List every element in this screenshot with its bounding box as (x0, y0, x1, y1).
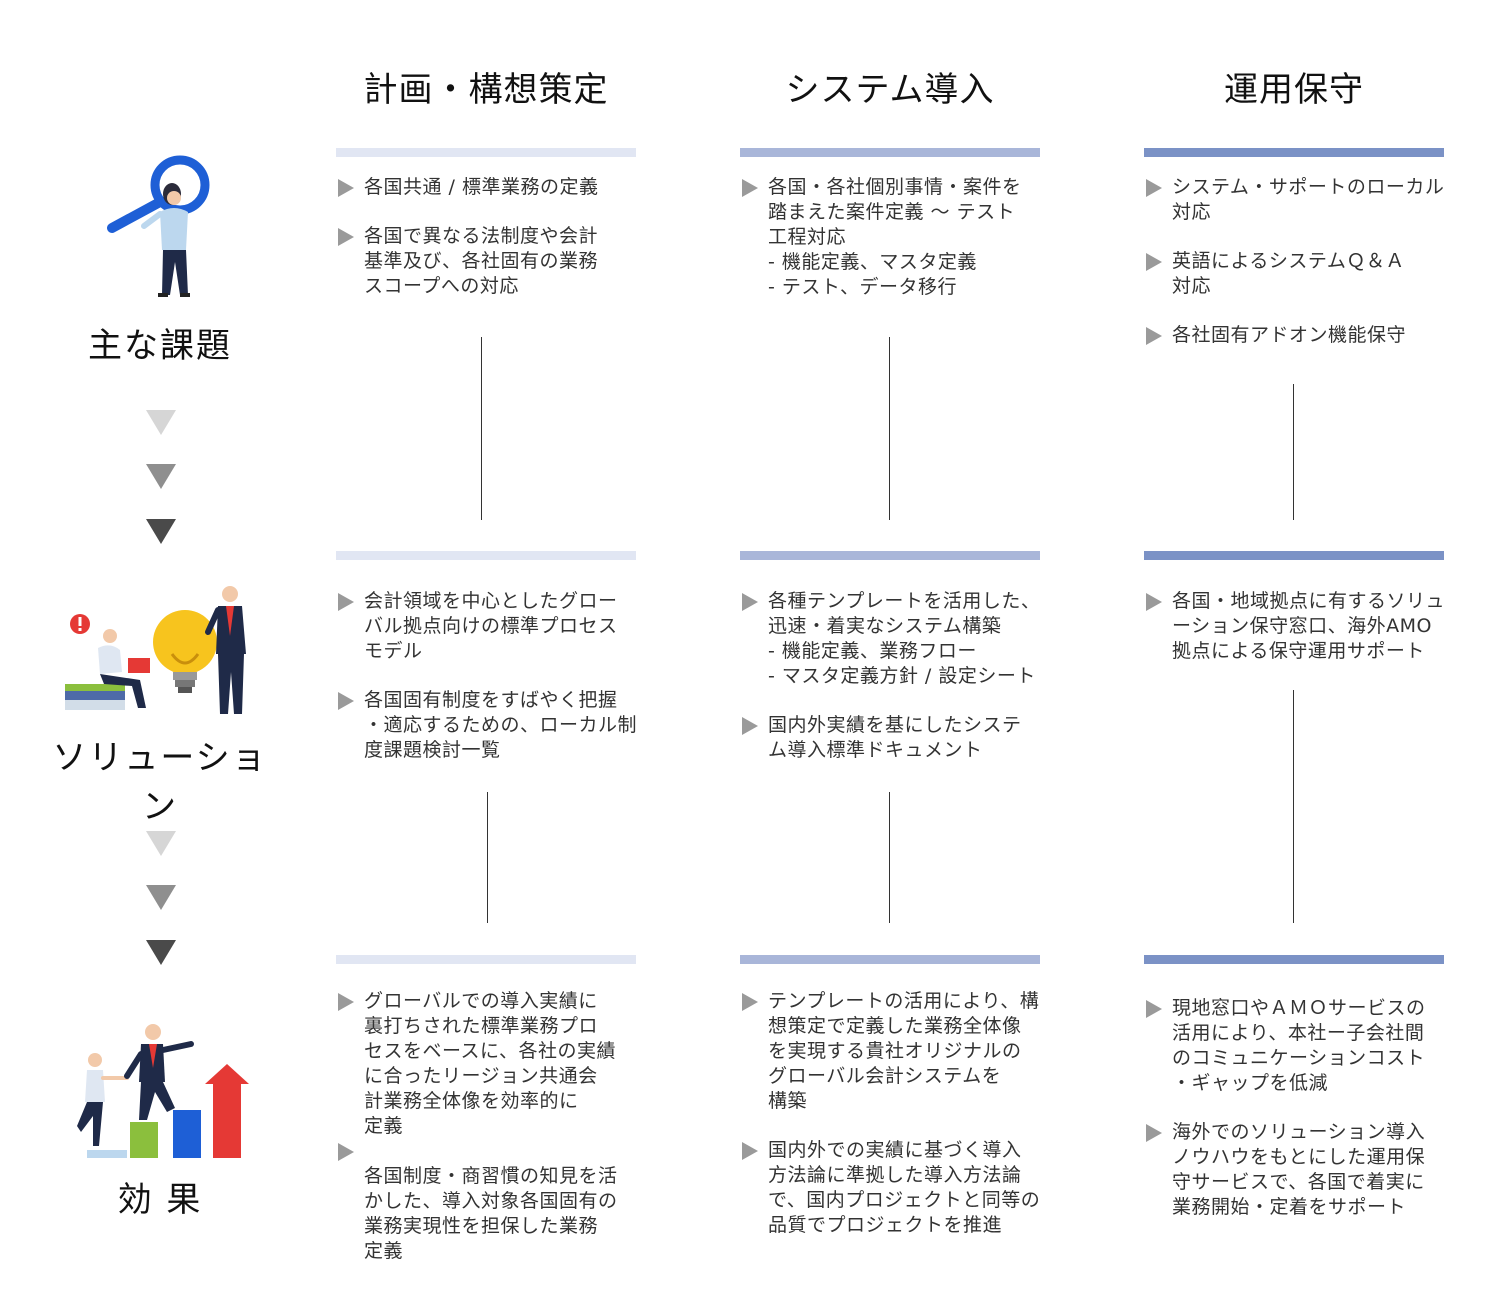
down-arrow-icon (146, 464, 176, 489)
connector-line (1293, 690, 1294, 923)
list-item: 現地窓口やＡＭＯサービスの 活用により、本社ー子会社間 のコミュニケーションコス… (1144, 996, 1464, 1096)
row-label-issues: 主な課題 (88, 326, 232, 366)
list-item: 英語によるシステムＱ＆Ａ 対応 (1144, 249, 1454, 299)
row1-bar-col1 (336, 148, 636, 157)
list-item: 各国・各社個別事情・案件を 踏まえた案件定義 ～ テスト 工程対応 - 機能定義… (740, 175, 1050, 300)
list-item: 各国固有制度をすばやく把握 ・適応するための、ローカル制 度課題検討一覧 (336, 688, 646, 763)
list-item: 国内外での実績に基づく導入 方法論に準拠した導入方法論 で、国内プロジェクトと同… (740, 1138, 1060, 1238)
row2-bar-col2 (740, 551, 1040, 560)
column-title-planning: 計画・構想策定 (363, 70, 609, 110)
row-label-effect: 効 果 (117, 1180, 203, 1220)
row2-bar-col1 (336, 551, 636, 560)
list-item: 各国共通 / 標準業務の定義 (336, 175, 626, 200)
list-item: 国内外実績を基にしたシステ ム導入標準ドキュメント (740, 713, 1060, 763)
list-item: システム・サポートのローカル 対応 (1144, 175, 1454, 225)
row3-bar-col3 (1144, 955, 1444, 964)
row2-col3-list: 各国・地域拠点に有するソリュ ーション保守窓口、海外AMO 拠点による保守運用サ… (1144, 589, 1464, 688)
list-item: テンプレートの活用により、構 想策定で定義した業務全体像 を実現する貴社オリジナ… (740, 989, 1060, 1114)
row1-bar-col3 (1144, 148, 1444, 157)
list-item: 各社固有アドオン機能保守 (1144, 323, 1454, 348)
list-item: 会計領域を中心としたグロー バル拠点向けの標準プロセス モデル (336, 589, 646, 664)
idea-bulb-team-icon (65, 586, 246, 714)
row3-bar-col2 (740, 955, 1040, 964)
row-label-solution: ソリューション (52, 738, 268, 827)
connector-line (889, 792, 890, 923)
row1-col1-list: 各国共通 / 標準業務の定義 各国で異なる法制度や会計 基準及び、各社固有の業務… (336, 175, 626, 323)
down-arrow-icon (146, 410, 176, 435)
down-arrow-icon (146, 831, 176, 856)
connector-line (1293, 384, 1294, 520)
list-item: 各国制度・商習慣の知見を活 かした、導入対象各国固有の 業務実現性を担保した業務… (336, 1139, 646, 1264)
list-item: 海外でのソリューション導入 ノウハウをもとにした運用保 守サービスで、各国で着実… (1144, 1120, 1464, 1220)
down-arrow-icon (146, 940, 176, 965)
down-arrow-icon (146, 519, 176, 544)
list-item: 各国・地域拠点に有するソリュ ーション保守窓口、海外AMO 拠点による保守運用サ… (1144, 589, 1464, 664)
row1-col2-list: 各国・各社個別事情・案件を 踏まえた案件定義 ～ テスト 工程対応 - 機能定義… (740, 175, 1050, 324)
row2-col2-list: 各種テンプレートを活用した、 迅速・着実なシステム構築 - 機能定義、業務フロー… (740, 589, 1060, 787)
row3-col3-list: 現地窓口やＡＭＯサービスの 活用により、本社ー子会社間 のコミュニケーションコス… (1144, 996, 1464, 1244)
magnifier-woman-icon (107, 155, 210, 297)
connector-line (481, 337, 482, 520)
down-arrow-icon (146, 885, 176, 910)
column-title-system-implementation: システム導入 (785, 70, 995, 110)
list-item: グローバルでの導入実績に 裏打ちされた標準業務プロ セスをベースに、各社の実績 … (336, 989, 646, 1139)
row3-bar-col1 (336, 955, 636, 964)
row1-bar-col2 (740, 148, 1040, 157)
column-title-operation-maintenance: 運用保守 (1224, 70, 1364, 110)
list-item: 各種テンプレートを活用した、 迅速・着実なシステム構築 - 機能定義、業務フロー… (740, 589, 1060, 689)
list-item: 各国で異なる法制度や会計 基準及び、各社固有の業務 スコープへの対応 (336, 224, 626, 299)
row2-bar-col3 (1144, 551, 1444, 560)
row1-col3-list: システム・サポートのローカル 対応 英語によるシステムＱ＆Ａ 対応 各社固有アド… (1144, 175, 1454, 372)
row3-col2-list: テンプレートの活用により、構 想策定で定義した業務全体像 を実現する貴社オリジナ… (740, 989, 1060, 1262)
growth-team-icon (77, 1024, 249, 1158)
row2-col1-list: 会計領域を中心としたグロー バル拠点向けの標準プロセス モデル 各国固有制度をす… (336, 589, 646, 787)
row3-col1-list: グローバルでの導入実績に 裏打ちされた標準業務プロ セスをベースに、各社の実績 … (336, 989, 646, 1288)
connector-line (487, 792, 488, 923)
connector-line (889, 337, 890, 520)
